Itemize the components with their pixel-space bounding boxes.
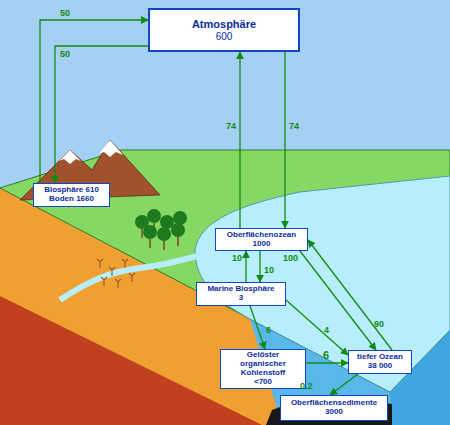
reservoir-box: Atmosphäre600 <box>148 8 300 52</box>
reservoir-box: Oberflächenozean1000 <box>215 228 308 251</box>
flux-value: 50 <box>60 9 70 18</box>
flux-arrow <box>250 306 265 349</box>
flux-value: 90 <box>374 320 384 329</box>
reservoir-box: Gelöster organischer Kohlenstoff<700 <box>220 349 306 389</box>
river <box>60 256 198 300</box>
snow-cap <box>59 150 81 164</box>
flux-arrow <box>245 251 246 282</box>
reservoir-text: Oberflächenozean <box>227 231 296 240</box>
reservoir-text: Oberflächensedimente <box>291 399 377 408</box>
snow-cap <box>99 140 123 157</box>
reservoir-text: 600 <box>216 31 233 42</box>
flux-value: 10 <box>232 254 242 263</box>
flux-arrow <box>40 20 148 183</box>
flux-value: 6 <box>323 350 329 361</box>
tree-crowns <box>135 209 187 241</box>
flux-value: 74 <box>226 122 236 131</box>
flux-arrow <box>259 251 260 282</box>
reservoir-text: 38 000 <box>368 362 392 371</box>
reservoir-box: Oberflächensedimente3000 <box>280 395 388 421</box>
flux-arrow <box>55 46 148 183</box>
flux-arrow <box>239 52 240 228</box>
reservoir-box: Marine Biosphäre3 <box>196 282 286 306</box>
reservoir-text: Boden 1660 <box>49 195 94 204</box>
flux-arrow <box>308 240 392 350</box>
reservoir-text: Gelöster organischer Kohlenstoff <box>223 351 303 378</box>
flux-arrow <box>306 362 348 363</box>
flux-value: 50 <box>60 50 70 59</box>
flux-arrow <box>286 300 348 355</box>
reservoir-text: <700 <box>254 378 272 387</box>
reservoir-text: 3000 <box>325 408 343 417</box>
reservoir-box: Biosphäre 610Boden 1660 <box>33 183 110 207</box>
flux-value: 6 <box>266 326 271 335</box>
ocean-surface <box>195 176 450 392</box>
flux-value: 0.2 <box>300 382 313 391</box>
reservoir-text: 1000 <box>253 240 271 249</box>
reservoir-text: 3 <box>239 294 243 303</box>
saplings <box>97 259 135 288</box>
flux-arrow <box>300 251 376 350</box>
reservoir-text: Marine Biosphäre <box>207 285 274 294</box>
flux-arrow <box>284 52 285 228</box>
land-surface <box>0 150 450 392</box>
flux-value: 74 <box>289 122 299 131</box>
reservoir-text: Biosphäre 610 <box>44 186 99 195</box>
flux-value: 10 <box>264 266 274 275</box>
flux-value: 100 <box>283 254 298 263</box>
reservoir-box: tiefer Ozean38 000 <box>348 350 412 374</box>
reservoir-text: tiefer Ozean <box>357 353 403 362</box>
reservoir-text: Atmosphäre <box>192 18 256 30</box>
flux-value: 4 <box>324 326 329 335</box>
flux-arrow <box>330 374 358 395</box>
